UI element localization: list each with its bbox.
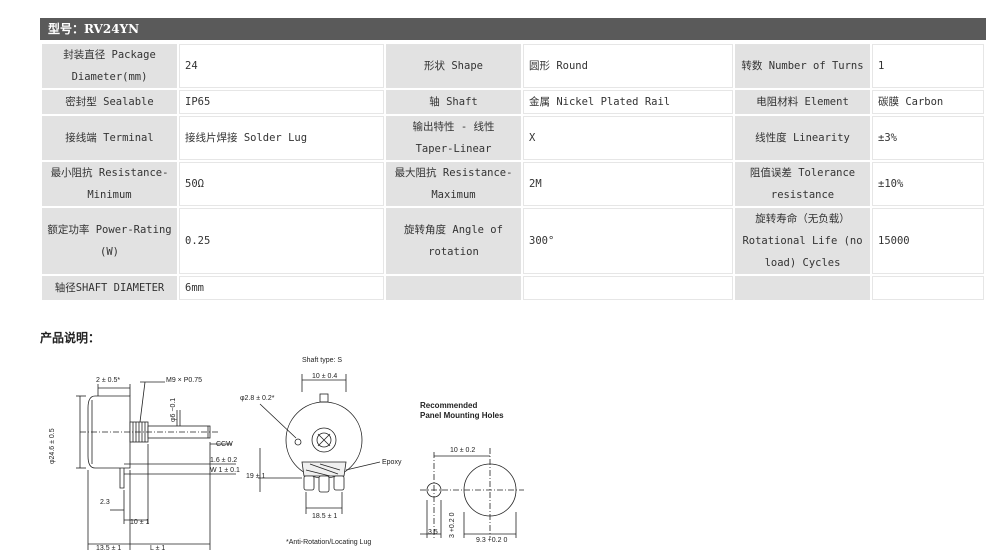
spec-value: IP65 (179, 90, 384, 114)
spec-label: 封装直径 Package Diameter(mm) (42, 44, 177, 88)
table-row: 封装直径 Package Diameter(mm) 24 形状 Shape 圆形… (42, 44, 984, 88)
recommended-title: Recommended (420, 401, 477, 410)
dim-label: 1.6 ± 0.2 (210, 457, 237, 464)
dim-label: 10 ± 1 (130, 519, 150, 526)
table-row: 密封型 Sealable IP65 轴 Shaft 金属 Nickel Plat… (42, 90, 984, 114)
spec-value: ±3% (872, 116, 984, 160)
spec-label: 额定功率 Power-Rating (W) (42, 208, 177, 274)
front-view-labels: 10 ± 0.4 φ2.8 ± 0.2* 19 ± 1 Epoxy 18.5 ±… (240, 373, 402, 546)
dim-label: 9.3 +0.2 0 (476, 537, 507, 544)
dimension-drawing: 2 ± 0.5* M9 × P0.75 φ24.6 ± 0.5 φ6 −0.1 … (49, 357, 524, 552)
spec-value: 2M (523, 162, 733, 206)
mounting-hole-labels: 10 ± 0.2 3.5 3 +0.2 0 9.3 +0.2 0 (428, 447, 507, 544)
dim-label: 2.3 (100, 499, 110, 506)
spec-label: 线性度 Linearity (735, 116, 870, 160)
dim-label: W 1 ± 0.1 (210, 467, 240, 474)
side-view-labels: 2 ± 0.5* M9 × P0.75 φ24.6 ± 0.5 φ6 −0.1 … (49, 377, 240, 552)
spec-value: 接线片焊接 Solder Lug (179, 116, 384, 160)
table-row: 最小阻抗 Resistance-Minimum 50Ω 最大阻抗 Resista… (42, 162, 984, 206)
table-row: 轴径SHAFT DIAMETER 6mm (42, 276, 984, 300)
spec-label: 输出特性 - 线性 Taper-Linear (386, 116, 521, 160)
spec-value: 15000 (872, 208, 984, 274)
spec-value: 金属 Nickel Plated Rail (523, 90, 733, 114)
spec-label: 形状 Shape (386, 44, 521, 88)
dim-label: *Anti-Rotation/Locating Lug (286, 539, 371, 546)
spec-label: 电阻材料 Element (735, 90, 870, 114)
spec-label-empty (735, 276, 870, 300)
table-row: 额定功率 Power-Rating (W) 0.25 旋转角度 Angle of… (42, 208, 984, 274)
spec-value: X (523, 116, 733, 160)
spec-label: 最小阻抗 Resistance-Minimum (42, 162, 177, 206)
dim-label: CCW (216, 441, 233, 448)
dim-label: φ2.8 ± 0.2* (240, 395, 275, 402)
table-row: 接线端 Terminal 接线片焊接 Solder Lug 输出特性 - 线性 … (42, 116, 984, 160)
spec-value: 0.25 (179, 208, 384, 274)
spec-value: 24 (179, 44, 384, 88)
dim-label: 3.5 (428, 529, 438, 536)
spec-label: 接线端 Terminal (42, 116, 177, 160)
spec-label: 轴 Shaft (386, 90, 521, 114)
spec-table: 封装直径 Package Diameter(mm) 24 形状 Shape 圆形… (40, 42, 986, 302)
spec-label-empty (386, 276, 521, 300)
dim-label: 19 ± 1 (246, 473, 266, 480)
dim-label: 2 ± 0.5* (96, 377, 120, 384)
spec-label: 密封型 Sealable (42, 90, 177, 114)
product-description-title: 产品说明： (40, 331, 101, 345)
dim-label: φ6 −0.1 (170, 398, 177, 422)
spec-value: 300° (523, 208, 733, 274)
dim-label: 18.5 ± 1 (312, 513, 337, 520)
spec-value: 碳膜 Carbon (872, 90, 984, 114)
side-view (76, 381, 236, 550)
dim-label: L ± 1 (150, 545, 165, 552)
dim-label: 10 ± 0.4 (312, 373, 337, 380)
spec-value: 6mm (179, 276, 384, 300)
shaft-type-label: Shaft type: S (302, 357, 342, 364)
model-title-bar: 型号：RV24YN (40, 18, 986, 40)
recommended-subtitle: Panel Mounting Holes (420, 411, 504, 420)
spec-value-empty (872, 276, 984, 300)
dim-label: φ24.6 ± 0.5 (49, 428, 56, 464)
spec-value: 1 (872, 44, 984, 88)
dim-label: 3 +0.2 0 (449, 512, 456, 538)
spec-label: 旋转角度 Angle of rotation (386, 208, 521, 274)
spec-label: 转数 Number of Turns (735, 44, 870, 88)
spec-label: 旋转寿命（无负载）Rotational Life (no load) Cycle… (735, 208, 870, 274)
dim-label: 13.5 ± 1 (96, 545, 121, 552)
dim-label: Epoxy (382, 459, 402, 466)
mounting-holes (420, 448, 524, 538)
dim-label: M9 × P0.75 (166, 377, 202, 384)
spec-label: 最大阻抗 Resistance-Maximum (386, 162, 521, 206)
spec-value: ±10% (872, 162, 984, 206)
spec-value: 圆形 Round (523, 44, 733, 88)
front-view (258, 374, 381, 514)
dim-label: 10 ± 0.2 (450, 447, 475, 454)
spec-value-empty (523, 276, 733, 300)
spec-label: 轴径SHAFT DIAMETER (42, 276, 177, 300)
spec-label: 阻值误差 Tolerance resistance (735, 162, 870, 206)
spec-value: 50Ω (179, 162, 384, 206)
